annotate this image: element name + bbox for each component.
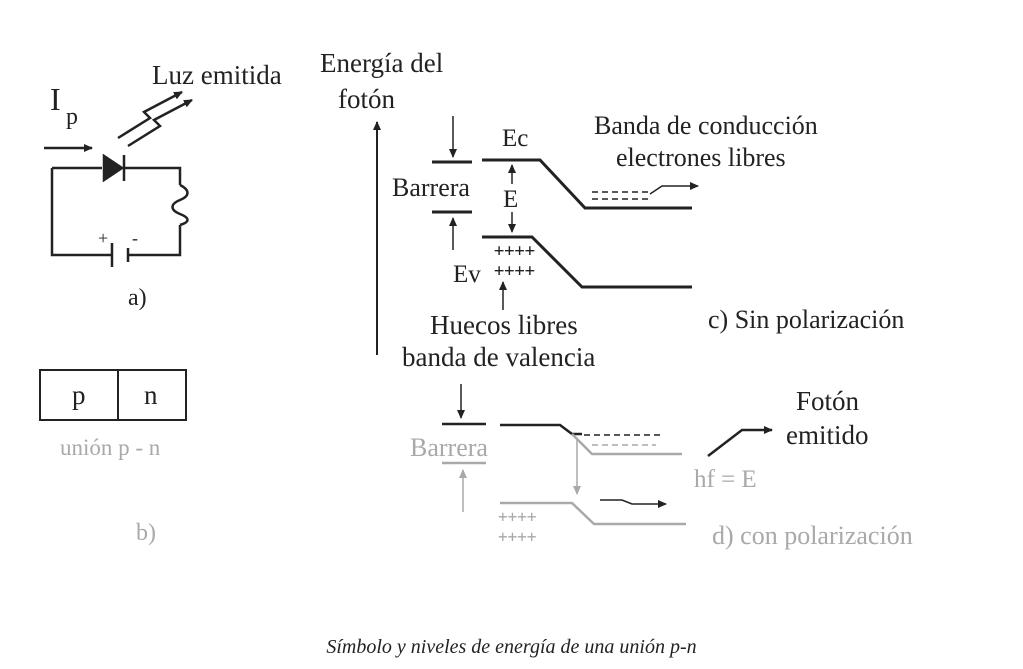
conduction-band-label-line1: Banda de conducción <box>594 111 818 140</box>
holes-row-1-biased: ++++ <box>498 507 537 526</box>
photon-emission-arrow-icon <box>707 426 773 457</box>
barrier-label: Barrera <box>392 173 470 202</box>
circuit-wire <box>128 225 182 257</box>
current-subscript: p <box>66 104 78 130</box>
light-arrow-icon <box>117 90 183 140</box>
resistor-icon <box>171 183 189 227</box>
p-region-label: p <box>72 380 86 410</box>
panel-b-tag: b) <box>136 520 156 546</box>
conduction-band-line <box>571 433 682 456</box>
panel-a-tag: a) <box>128 285 147 311</box>
valence-band-line <box>500 501 686 526</box>
battery-minus: - <box>132 228 138 248</box>
n-region-label: n <box>144 380 158 410</box>
pn-junction-box <box>39 369 187 421</box>
battery-plus: + <box>98 228 108 248</box>
ev-label: Ev <box>453 261 481 288</box>
conduction-band-line <box>482 158 692 210</box>
conduction-band-label-line2: electrones libres <box>616 143 786 172</box>
photon-emitted-label-line2: emitido <box>786 420 869 450</box>
valence-band-label-line2: banda de valencia <box>402 342 595 372</box>
circuit-wire <box>124 166 182 185</box>
light-label: Luz emitida <box>152 60 282 90</box>
pn-box-panel-b <box>39 369 187 421</box>
energy-axis-label-line1: Energía del <box>320 48 443 78</box>
diode-icon <box>102 153 125 183</box>
panel-c-tag: c) Sin polarización <box>708 305 904 334</box>
holes-row-2: ++++ <box>494 261 535 281</box>
circuit-panel-a <box>44 90 193 267</box>
barrier-label-biased: Barrera <box>410 433 488 462</box>
band-diagram-unbiased <box>432 158 692 289</box>
holes-row-2-biased: ++++ <box>498 527 537 546</box>
circuit-wire <box>50 168 112 257</box>
gap-label: E <box>503 186 518 213</box>
conduction-band-line <box>500 423 582 436</box>
figure-caption: Símbolo y niveles de energía de una unió… <box>326 636 697 658</box>
ec-label: Ec <box>502 125 528 152</box>
electron-flow-arrow-icon <box>649 182 699 195</box>
panel-d-tag: d) con polarización <box>712 521 913 550</box>
valence-band-label-line1: Huecos libres <box>430 310 578 340</box>
light-arrow-icon <box>127 98 193 148</box>
energy-axis-label-line2: fotón <box>338 84 395 114</box>
current-label: I <box>50 81 61 117</box>
band-diagram-biased <box>442 422 686 526</box>
hole-flow-arrow-icon <box>600 499 667 508</box>
pn-junction-caption: unión p - n <box>60 435 161 460</box>
valence-band-line <box>482 235 692 289</box>
holes-row-1: ++++ <box>494 241 535 261</box>
photon-emitted-label-line1: Fotón <box>796 386 860 416</box>
photon-energy-label: hf = E <box>694 466 757 493</box>
